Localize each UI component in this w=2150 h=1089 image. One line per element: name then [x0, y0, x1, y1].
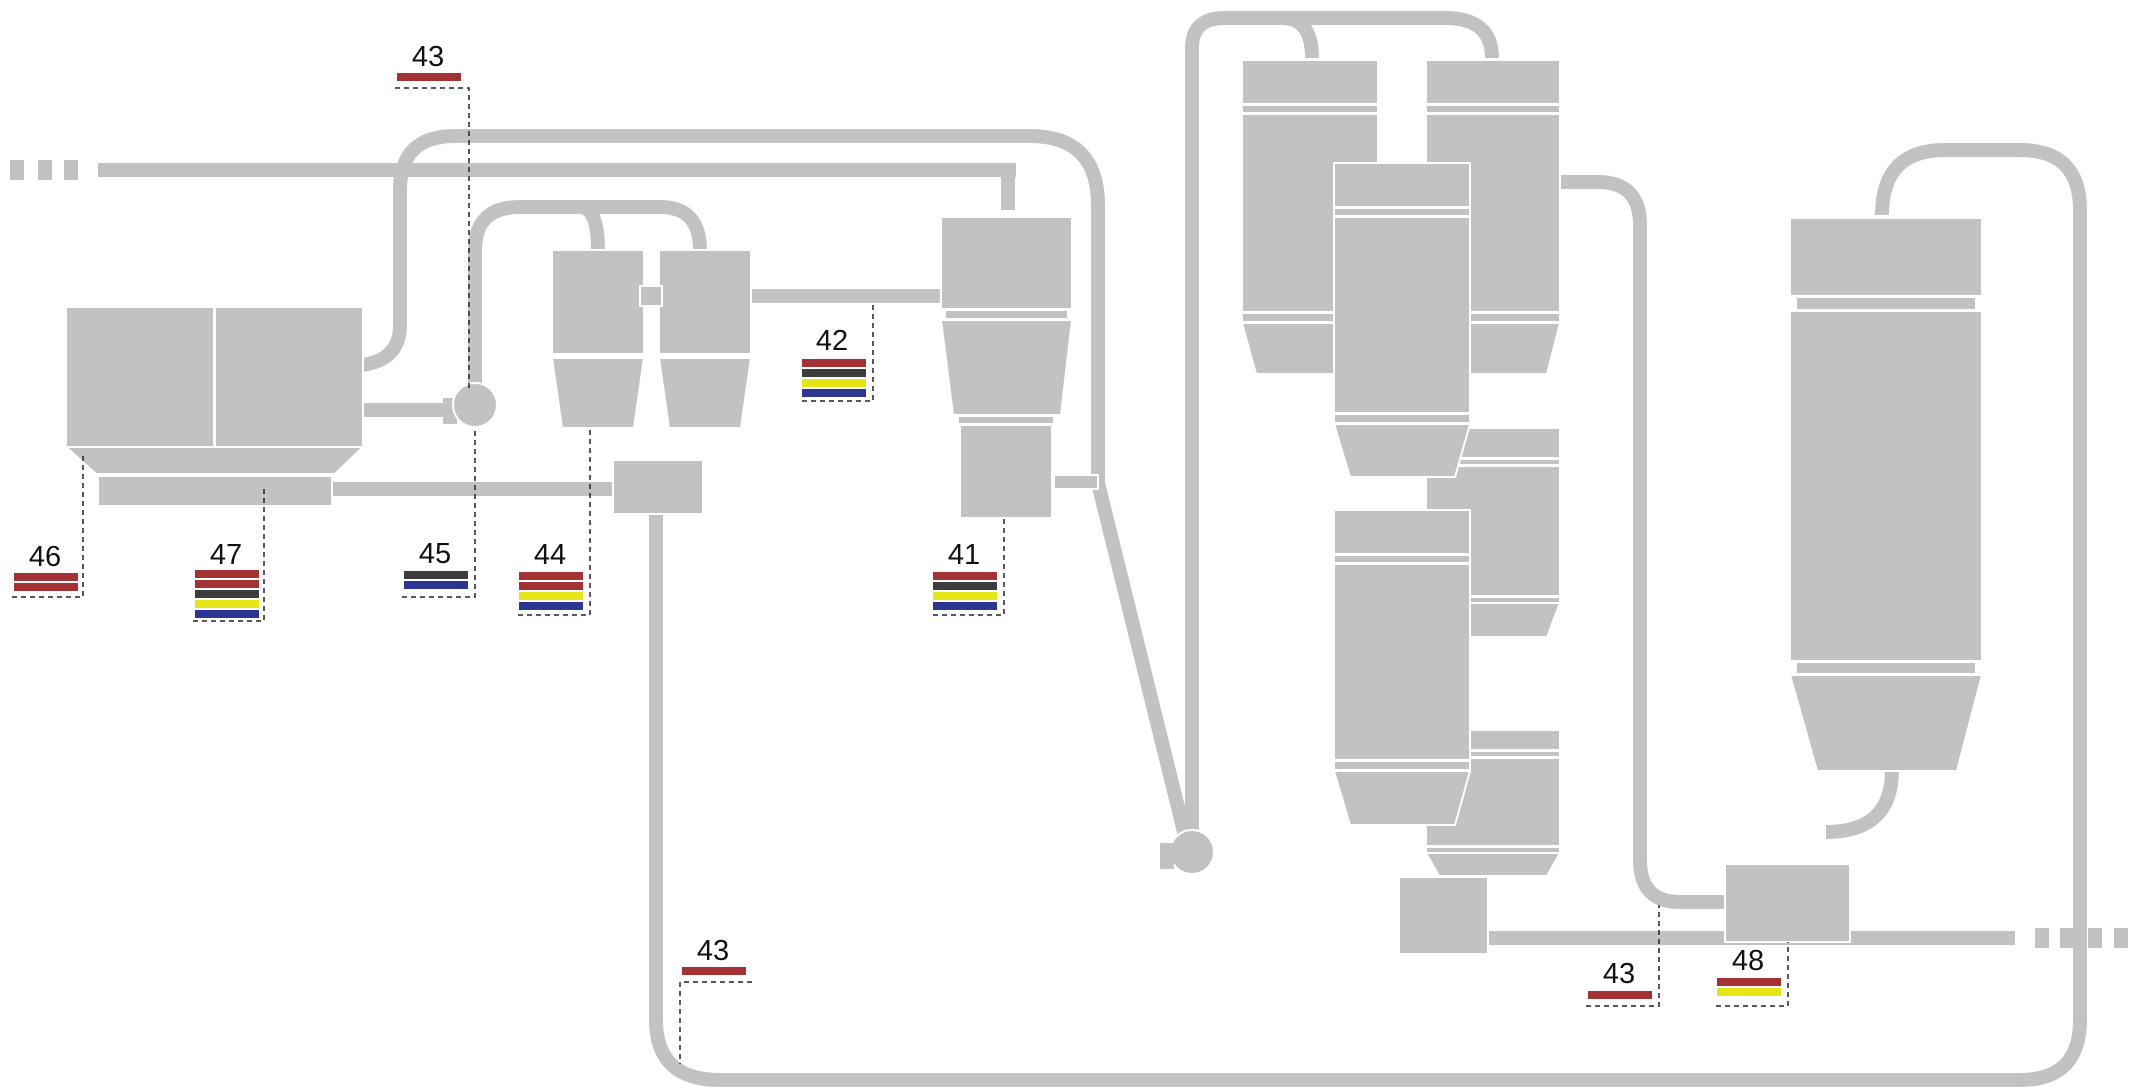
tag-41: 41: [933, 539, 997, 610]
dryer: [1788, 217, 1984, 772]
tag-48: 48: [1717, 945, 1781, 996]
stripe-dark: [404, 571, 468, 579]
leader-48: [1716, 942, 1789, 1007]
stripe-red: [1717, 978, 1781, 986]
tag-43-right: 43: [1588, 958, 1652, 999]
mixer-box: [612, 459, 704, 515]
leader-41: [933, 518, 1005, 616]
stripe-red: [1588, 991, 1652, 999]
tag-43-top: 43: [397, 41, 461, 81]
tag-label: 43: [1603, 958, 1635, 990]
tag-label: 41: [948, 539, 980, 571]
cyclone-left: [550, 249, 646, 429]
tag-label: 42: [816, 325, 848, 357]
tag-42: 42: [802, 325, 866, 397]
pipes: [10, 11, 2128, 1087]
pipe-diagonal-to-fan: [1091, 481, 1195, 850]
pipe-baghouse-loop: [360, 129, 1105, 490]
stripe-yellow: [802, 379, 866, 387]
stripe-blue: [802, 389, 866, 397]
tag-label: 47: [210, 539, 242, 571]
tag-44: 44: [519, 539, 583, 610]
stripe-yellow: [1717, 988, 1781, 996]
pipe-continuation-left: [10, 160, 78, 180]
stripe-yellow: [195, 600, 259, 608]
pipe-column-to-separator: [1560, 175, 1728, 909]
pipe-dryer-outlet: [1825, 769, 1899, 839]
stripe-red: [933, 572, 997, 580]
leader-42: [802, 303, 874, 402]
stripe-red: [14, 573, 78, 581]
cyclone-right: [657, 249, 753, 429]
stripe-blue: [519, 602, 583, 610]
pipe-cyclones-bridge: [560, 200, 707, 251]
stripe-red: [519, 572, 583, 580]
tags: 43 46 47 45 44 42 41 43: [14, 41, 1781, 999]
tag-47: 47: [195, 539, 259, 618]
equipment: [63, 59, 1984, 955]
tag-45: 45: [404, 538, 468, 589]
fan-bottom: [1169, 829, 1215, 875]
pipe-fan-to-cyclones: [468, 200, 605, 390]
stripe-blue: [195, 610, 259, 618]
stripe-dark: [933, 582, 997, 590]
separator-48: [1724, 863, 1851, 943]
baghouse-filter: [63, 306, 366, 507]
leader-45: [402, 428, 476, 598]
stripe-red: [802, 359, 866, 367]
stripe-red: [195, 580, 259, 588]
tag-label: 45: [419, 538, 451, 570]
stripe-yellow: [519, 592, 583, 600]
leader-43-bottom: [679, 981, 752, 1064]
leader-46: [12, 455, 84, 598]
stripe-red: [682, 967, 746, 975]
cyclone-link-box: [639, 285, 663, 307]
fan-45: [452, 382, 498, 428]
tag-43-bottom: 43: [682, 935, 746, 975]
pipe-continuation-right: [2035, 928, 2128, 948]
column-front-lower: [1332, 509, 1472, 826]
tag-label: 43: [697, 935, 729, 967]
tag-46: 46: [14, 541, 78, 591]
pipe-bottom-return: [649, 143, 2087, 1087]
pipe-fan-up-loop: [1185, 11, 1319, 835]
tag-label: 46: [29, 541, 61, 573]
pipe-columns-top-bridge: [1270, 11, 1499, 59]
leader-43-right: [1586, 905, 1660, 1007]
stripe-red: [519, 582, 583, 590]
stripe-yellow: [933, 592, 997, 600]
stripe-blue: [933, 602, 997, 610]
tower-41: [939, 216, 1099, 519]
stripe-blue: [404, 581, 468, 589]
leader-43-top: [395, 87, 470, 390]
column-front-upper: [1332, 162, 1472, 478]
collection-box: [1398, 876, 1489, 955]
leader-44: [518, 428, 591, 616]
tag-label: 48: [1732, 945, 1764, 977]
leader-lines: [12, 87, 1789, 1064]
fan-bottom-inlet: [1160, 843, 1174, 869]
stripe-dark: [195, 590, 259, 598]
stripe-red: [195, 570, 259, 578]
stripe-red: [397, 73, 461, 81]
tag-label: 44: [534, 539, 566, 571]
stripe-red: [14, 583, 78, 591]
tag-label: 43: [412, 41, 444, 73]
stripe-dark: [802, 369, 866, 377]
